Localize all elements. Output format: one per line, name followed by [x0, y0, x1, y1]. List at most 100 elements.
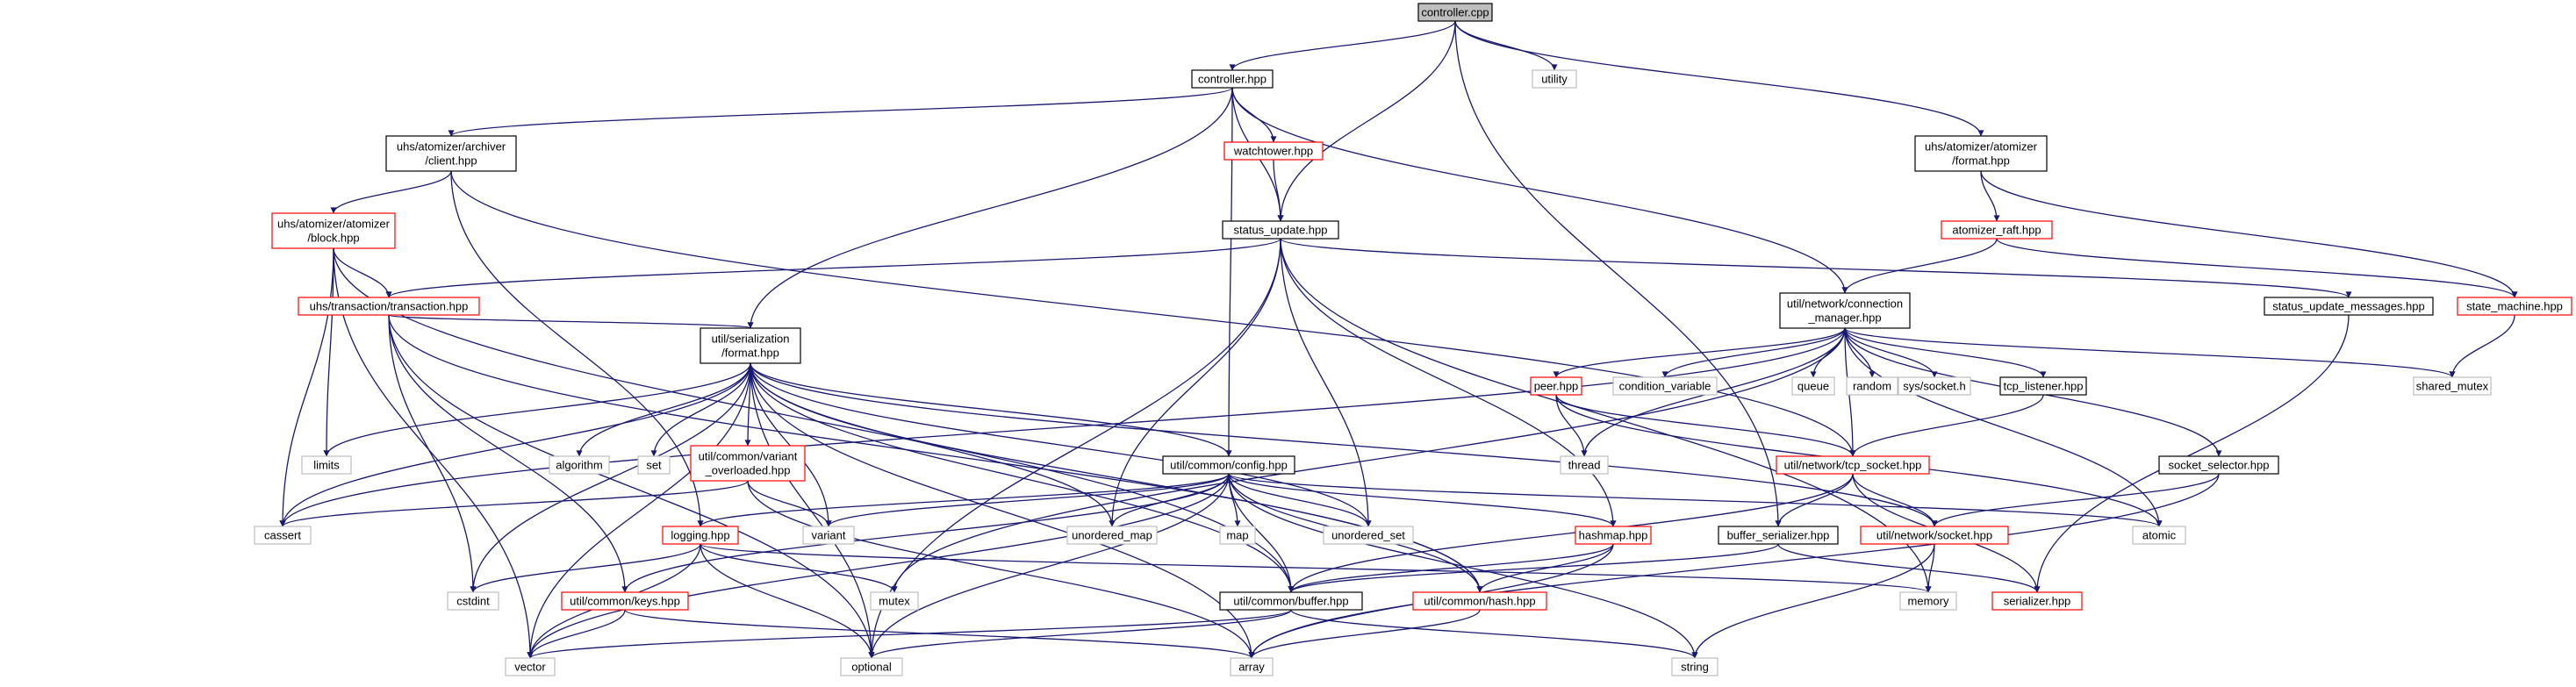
node-status-msgs[interactable]: status_update_messages.hpp [2264, 297, 2434, 316]
node-archiver-client[interactable]: uhs/atomizer/archiver/client.hpp [385, 135, 517, 172]
edge-atomizer_format-to-atomizer_raft [1980, 170, 2000, 222]
node-tcp-listener[interactable]: tcp_listener.hpp [1999, 376, 2087, 396]
node-config[interactable]: util/common/config.hpp [1162, 455, 1295, 475]
node-label: uhs/atomizer/archiver [397, 140, 506, 154]
edge-block-to-cassert [279, 247, 334, 527]
node-label: queue [1797, 380, 1829, 393]
node-label: logging.hpp [671, 529, 729, 542]
node-conn-mgr[interactable]: util/network/connection_manager.hpp [1779, 292, 1911, 329]
edge-variant_overloaded-to-variant [747, 480, 832, 527]
edge-variant_overloaded-to-array [747, 480, 1255, 659]
node-peer[interactable]: peer.hpp [1530, 376, 1582, 396]
edge-logging-to-optional [700, 543, 875, 659]
edge-transaction-to-optional [388, 314, 875, 659]
edge-ser_format-to-config [750, 362, 1232, 457]
edge-conn_mgr-to-shared_mutex [1844, 327, 2456, 378]
edge-config-to-unordered_map [1109, 473, 1230, 527]
node-label: /format.hpp [1952, 154, 2010, 168]
node-label: sys/socket.h [1903, 380, 1966, 393]
edge-conn_mgr-to-queue [1810, 327, 1846, 378]
node-cond-var: condition_variable [1612, 376, 1718, 396]
node-box [1999, 376, 2087, 396]
node-keys[interactable]: util/common/keys.hpp [561, 591, 689, 611]
edge-ser_format-to-net_socket [750, 362, 1938, 527]
node-box [1779, 292, 1911, 329]
node-label: map [1226, 529, 1248, 542]
node-label: unordered_set [1331, 529, 1405, 542]
node-atomizer-format[interactable]: uhs/atomizer/atomizer/format.hpp [1914, 135, 2048, 172]
edge-hash-to-array [1248, 609, 1481, 659]
node-net-socket[interactable]: util/network/socket.hpp [1860, 526, 2009, 545]
edge-controller_hpp-to-archiver_client [448, 87, 1233, 137]
node-box [802, 526, 855, 545]
node-box [1899, 591, 1957, 611]
edge-net_socket-to-memory [1925, 543, 1935, 593]
edge-conn_mgr-to-cond_var [1661, 327, 1846, 378]
edge-buffer-to-vector [527, 609, 1292, 659]
node-box [662, 526, 739, 545]
node-box [1846, 376, 1898, 396]
node-label: controller.cpp [1421, 6, 1489, 19]
node-label: socket_selector.hpp [2169, 459, 2270, 472]
node-unordered-map: unordered_map [1066, 526, 1158, 545]
edge-ser_format-to-hash [750, 362, 1483, 593]
node-box [447, 591, 499, 611]
node-controller-hpp[interactable]: controller.hpp [1191, 69, 1274, 89]
node-ser-format[interactable]: util/serialization/format.hpp [700, 327, 801, 364]
node-watchtower[interactable]: watchtower.hpp [1223, 141, 1324, 161]
edge-controller_hpp-to-ser_format [747, 87, 1233, 329]
node-box [1671, 657, 1719, 676]
edge-config-to-logging [697, 473, 1230, 527]
edge-keys-to-vector [527, 609, 626, 659]
edge-net_socket-to-string [1691, 543, 1935, 659]
node-label: limits [313, 459, 340, 472]
node-buffer-serializer[interactable]: buffer_serializer.hpp [1718, 526, 1839, 545]
node-label: util/network/socket.hpp [1876, 529, 1992, 542]
node-state-machine[interactable]: state_machine.hpp [2457, 297, 2572, 316]
edge-ser_format-to-limits [323, 362, 751, 457]
node-logging[interactable]: logging.hpp [662, 526, 739, 545]
edge-config-to-buffer [1228, 473, 1295, 593]
node-box [1066, 526, 1158, 545]
node-atomic: atomic [2132, 526, 2186, 545]
edge-variant_overloaded-to-cassert [279, 480, 749, 527]
node-status-update[interactable]: status_update.hpp [1222, 220, 1339, 240]
node-box [2158, 455, 2279, 475]
node-random: random [1846, 376, 1898, 396]
edge-atomizer_raft-to-conn_mgr [1841, 238, 1998, 294]
edge-archiver_client-to-block [330, 170, 452, 214]
node-label: tcp_listener.hpp [2003, 380, 2083, 393]
node-label: atomic [2142, 529, 2177, 542]
edge-config-to-atomic [1228, 473, 2163, 527]
node-box [1914, 135, 2048, 172]
edge-block-to-limits [323, 247, 334, 457]
node-buffer[interactable]: util/common/buffer.hpp [1219, 591, 1363, 611]
node-label: uhs/transaction/transaction.hpp [310, 300, 469, 313]
node-transaction[interactable]: uhs/transaction/transaction.hpp [298, 297, 480, 316]
node-serializer[interactable]: serializer.hpp [1991, 591, 2083, 611]
node-cstdint: cstdint [447, 591, 499, 611]
node-variant-overloaded[interactable]: util/common/variant_overloaded.hpp [690, 445, 806, 482]
node-box [1323, 526, 1414, 545]
node-label: /client.hpp [425, 154, 477, 168]
node-socket-selector[interactable]: socket_selector.hpp [2158, 455, 2279, 475]
node-label: algorithm [556, 459, 602, 472]
edge-logging-to-memory [700, 543, 1932, 593]
node-label: util/common/hash.hpp [1424, 595, 1535, 608]
node-hashmap[interactable]: hashmap.hpp [1575, 526, 1652, 545]
node-atomizer-raft[interactable]: atomizer_raft.hpp [1941, 220, 2053, 240]
node-block[interactable]: uhs/atomizer/atomizer/block.hpp [271, 212, 396, 249]
node-label: uhs/atomizer/atomizer [277, 218, 391, 231]
node-label: state_machine.hpp [2466, 300, 2563, 313]
node-label: hashmap.hpp [1579, 529, 1648, 542]
node-box [301, 455, 352, 475]
edge-conn_mgr-to-cassert [279, 327, 1846, 527]
dependency-edges [279, 20, 2518, 659]
node-controller-cpp[interactable]: controller.cpp [1417, 3, 1493, 22]
edge-controller_hpp-to-conn_mgr [1231, 87, 1848, 294]
node-box [1776, 455, 1930, 475]
node-tcp-socket[interactable]: util/network/tcp_socket.hpp [1776, 455, 1930, 475]
node-box [1612, 376, 1718, 396]
node-hash[interactable]: util/common/hash.hpp [1412, 591, 1547, 611]
